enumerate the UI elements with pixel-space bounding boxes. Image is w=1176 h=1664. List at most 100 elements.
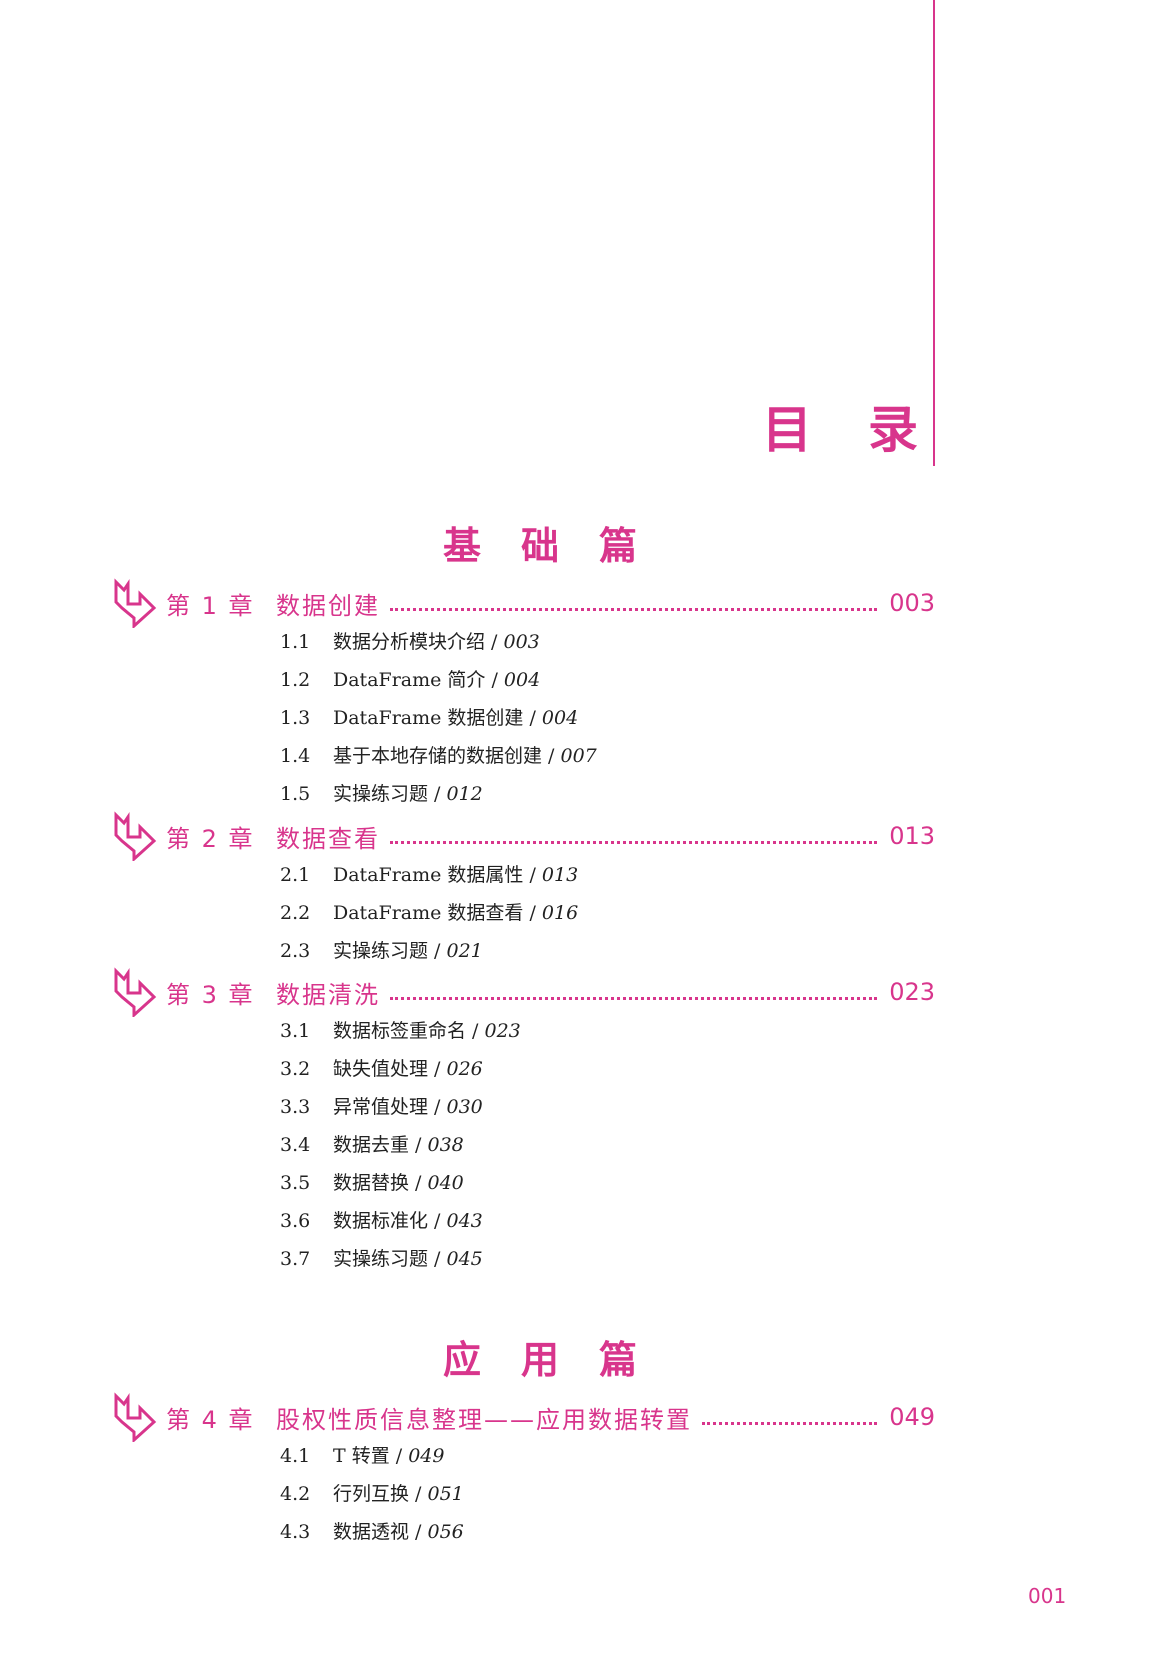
dot-leader: [390, 996, 878, 1000]
section-number: 4.2: [280, 1483, 311, 1505]
dot-leader: [390, 607, 878, 611]
section-entry[interactable]: 1.5 实操练习题 / 012: [280, 779, 483, 809]
section-title: 实操练习题: [333, 783, 429, 805]
section-page: 004: [541, 707, 579, 729]
section-number: 1.3: [280, 707, 311, 729]
section-entry[interactable]: 3.1 数据标签重命名 / 023: [280, 1016, 521, 1046]
section-entry[interactable]: 3.3 异常值处理 / 030: [280, 1092, 483, 1122]
chapter-title: 股权性质信息整理——应用数据转置: [276, 1405, 692, 1434]
separator: /: [409, 1521, 428, 1543]
separator: /: [428, 1248, 447, 1270]
section-entry[interactable]: 2.1 DataFrame 数据属性 / 013: [280, 860, 578, 890]
section-page: 043: [446, 1210, 483, 1232]
arrow-icon: [112, 578, 158, 630]
separator: /: [428, 1096, 447, 1118]
section-page: 021: [446, 940, 483, 962]
section-number: 2.1: [280, 864, 311, 886]
separator: /: [523, 902, 542, 924]
section-number: 3.6: [280, 1210, 311, 1232]
separator: /: [428, 783, 447, 805]
separator: /: [466, 1020, 485, 1042]
part-heading: 基础篇: [442, 523, 677, 568]
section-number: 3.1: [280, 1020, 311, 1042]
chapter-page: 003: [889, 589, 935, 617]
chapter-page: 013: [889, 822, 935, 850]
section-page: 051: [427, 1483, 464, 1505]
chapter-title: 数据查看: [276, 824, 380, 853]
section-entry[interactable]: 3.4 数据去重 / 038: [280, 1130, 464, 1160]
section-title: 缺失值处理: [333, 1058, 429, 1080]
section-page: 030: [446, 1096, 483, 1118]
arrow-icon: [112, 967, 158, 1019]
section-title: 异常值处理: [333, 1096, 429, 1118]
section-title: 数据去重: [333, 1134, 410, 1156]
section-entry[interactable]: 4.2 行列互换 / 051: [280, 1479, 464, 1509]
section-entry[interactable]: 4.1 T 转置 / 049: [280, 1441, 444, 1471]
section-number: 3.7: [280, 1248, 311, 1270]
section-title: DataFrame 数据属性: [333, 864, 524, 886]
chapter-number: 第 1 章: [166, 591, 255, 620]
separator: /: [485, 669, 504, 691]
section-page: 040: [427, 1172, 464, 1194]
section-number: 3.4: [280, 1134, 311, 1156]
separator: /: [542, 745, 561, 767]
section-title: 数据分析模块介绍: [333, 631, 486, 653]
separator: /: [409, 1172, 428, 1194]
chapter-entry[interactable]: 第 1 章数据创建 003: [112, 578, 935, 630]
chapter-page: 023: [889, 978, 935, 1006]
section-title: T 转置: [333, 1445, 390, 1467]
section-page: 023: [484, 1020, 521, 1042]
section-title: 数据替换: [333, 1172, 410, 1194]
section-title: 数据透视: [333, 1521, 410, 1543]
section-number: 2.3: [280, 940, 311, 962]
chapter-page: 049: [889, 1403, 935, 1431]
toc-title-char: 目: [762, 401, 812, 459]
section-page: 004: [503, 669, 541, 691]
section-title: 行列互换: [333, 1483, 410, 1505]
section-number: 1.1: [280, 631, 311, 653]
page-number: 001: [1028, 1584, 1067, 1608]
separator: /: [389, 1445, 409, 1467]
separator: /: [409, 1483, 428, 1505]
section-page: 038: [427, 1134, 464, 1156]
separator: /: [523, 707, 542, 729]
section-page: 049: [408, 1445, 445, 1467]
dot-leader: [390, 840, 878, 844]
arrow-icon: [112, 1392, 158, 1444]
section-title: DataFrame 数据查看: [333, 902, 524, 924]
separator: /: [428, 940, 447, 962]
chapter-title: 数据清洗: [276, 980, 380, 1009]
section-title: DataFrame 简介: [333, 669, 486, 691]
section-page: 013: [541, 864, 579, 886]
chapter-title: 数据创建: [276, 591, 380, 620]
arrow-icon: [112, 811, 158, 863]
separator: /: [409, 1134, 428, 1156]
section-number: 1.5: [280, 783, 311, 805]
dot-leader: [702, 1421, 878, 1425]
section-page: 003: [503, 631, 540, 653]
section-page: 045: [446, 1248, 483, 1270]
section-title: 数据标签重命名: [333, 1020, 467, 1042]
separator: /: [428, 1058, 447, 1080]
section-number: 3.3: [280, 1096, 311, 1118]
section-number: 4.1: [280, 1445, 311, 1467]
section-number: 2.2: [280, 902, 311, 924]
section-page: 012: [446, 783, 483, 805]
section-page: 056: [427, 1521, 464, 1543]
separator: /: [523, 864, 542, 886]
